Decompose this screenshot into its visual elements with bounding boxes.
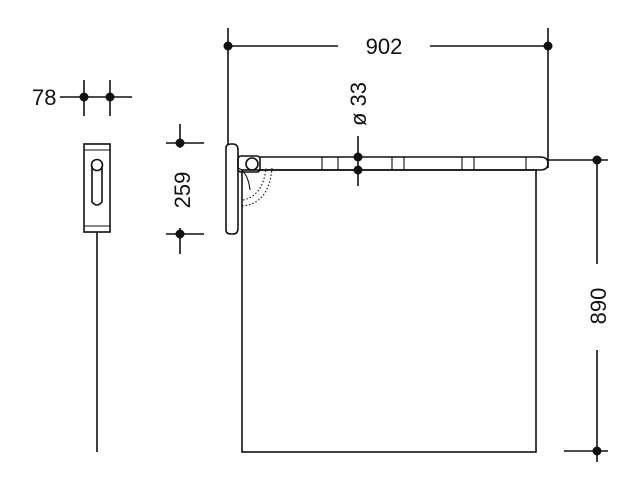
side-arm-loop	[91, 166, 103, 206]
hinge-pin	[245, 157, 259, 171]
side-view: 78	[32, 80, 132, 452]
inner-curve	[237, 167, 251, 191]
front-view: 902 259 ø 33	[166, 28, 611, 462]
dim-890-dot-top	[592, 155, 602, 165]
dim-902-label: 902	[366, 34, 403, 59]
wall-plate	[225, 143, 239, 235]
dim-890-dot-bottom	[592, 446, 602, 456]
dim-902-dot-right	[543, 41, 553, 51]
dim-78-dot-left	[79, 92, 89, 102]
dim-78-dot-right	[105, 92, 115, 102]
dim-33-label: ø 33	[346, 82, 371, 126]
dim-890-label: 890	[586, 288, 611, 325]
fold-arc-2	[241, 167, 273, 207]
side-plate	[83, 143, 111, 233]
dim-259-label: 259	[170, 172, 195, 209]
support-frame	[241, 169, 537, 453]
dim-259-dot-top	[175, 138, 185, 148]
dim-259-dot-bottom	[175, 229, 185, 239]
bar-end-cap	[539, 156, 549, 171]
hinge-block	[237, 155, 261, 173]
dim-33-dot-top	[353, 152, 363, 162]
dim-902-dot-left	[223, 41, 233, 51]
dim-78-label: 78	[32, 85, 56, 110]
side-hinge	[90, 158, 104, 172]
